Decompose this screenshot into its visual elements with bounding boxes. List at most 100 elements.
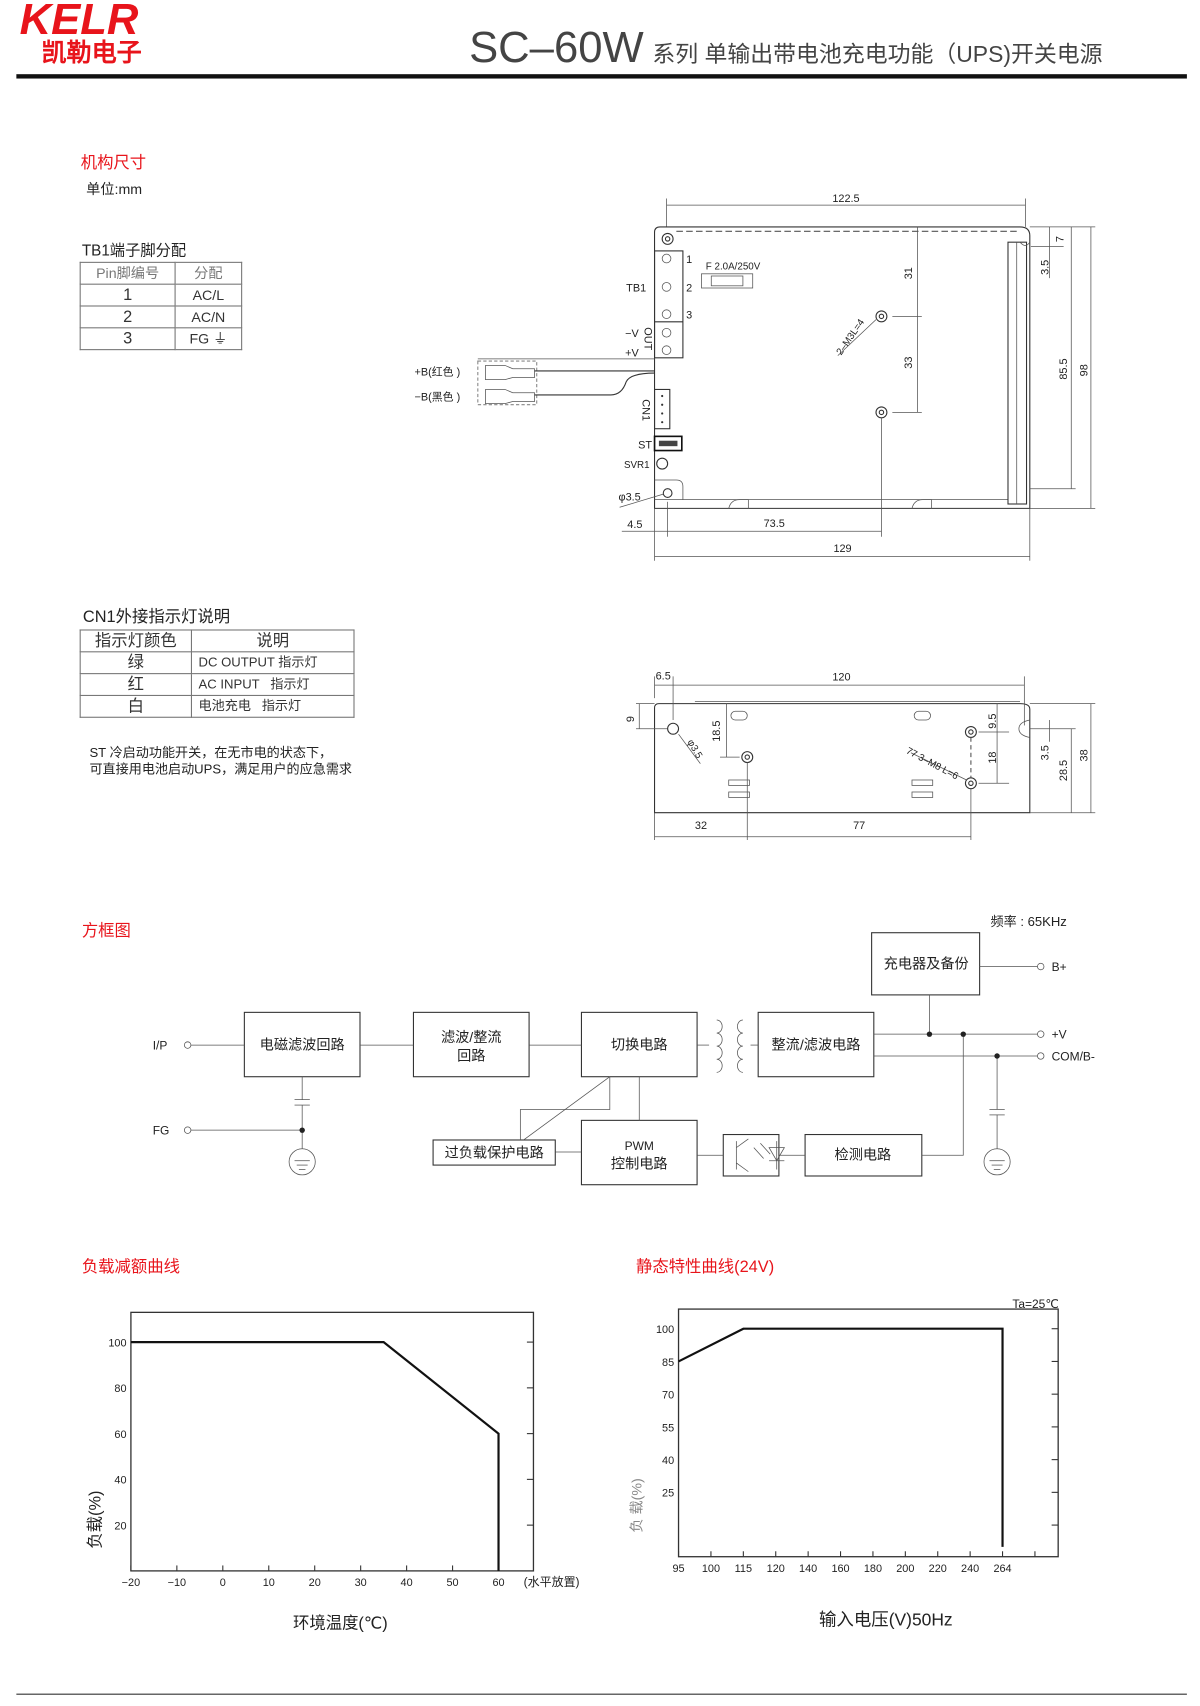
- x-tick-label: 180: [864, 1563, 882, 1575]
- io-com: COM/B-: [1052, 1049, 1095, 1063]
- x-tick-label: 200: [896, 1563, 914, 1575]
- block-rectifier-b: 回路: [457, 1048, 485, 1064]
- x-tick-label: 115: [735, 1563, 752, 1575]
- plot-frame: [130, 1311, 535, 1572]
- block-pwm-b: 控制电路: [611, 1156, 668, 1172]
- x-tick-label: 50: [447, 1577, 459, 1589]
- x-tick-label: 0: [220, 1577, 226, 1589]
- table-row: 白电池充电 指示灯: [79, 694, 355, 718]
- svg-text:3.5: 3.5: [1039, 260, 1051, 275]
- svg-text:+B(红色 ): +B(红色 ): [415, 364, 461, 378]
- header-color: 指示灯颜色: [79, 629, 192, 653]
- svg-text:OUT: OUT: [642, 327, 654, 350]
- block-detect: 检测电路: [835, 1148, 892, 1164]
- svg-text:7: 7: [1055, 236, 1067, 242]
- header-assign: 分配: [174, 261, 243, 285]
- svg-text:120: 120: [832, 672, 850, 684]
- model-title: SC–60W: [469, 24, 644, 72]
- svg-text:−B(黑色 ): −B(黑色 ): [415, 389, 461, 403]
- static-characteristic-chart: 静态特性曲线(24V) Ta=25℃ 输入电压(V)50Hz 负 载(%) 25…: [629, 1258, 1059, 1629]
- x-tick-label: −10: [168, 1577, 186, 1589]
- svg-text:98: 98: [1079, 364, 1091, 376]
- y-tick-label: 40: [662, 1455, 674, 1467]
- x-tick-label: 20: [309, 1577, 321, 1589]
- svg-text:3: 3: [686, 310, 692, 322]
- block-switch: 切换电路: [611, 1036, 668, 1053]
- x-tick-label: 95: [672, 1563, 684, 1575]
- st-switch-note: ST 冷启动功能开关，在无市电的状态下， 可直接用电池启动UPS，满足用户的应急…: [89, 745, 353, 777]
- svg-text:122.5: 122.5: [832, 193, 859, 205]
- y-axis-label: 负 载(%): [629, 1478, 645, 1532]
- svg-text:38: 38: [1079, 749, 1091, 761]
- svg-text:129: 129: [833, 543, 851, 555]
- io-vplus: +V: [1052, 1028, 1067, 1042]
- series-line-static: [678, 1327, 1004, 1547]
- block-pwm-a: PWM: [625, 1139, 654, 1153]
- svg-text:φ3.5: φ3.5: [619, 492, 641, 504]
- block-output-rectifier: 整流/滤波电路: [772, 1037, 861, 1053]
- x-tick-label: 120: [767, 1563, 785, 1575]
- plot-frame: [677, 1308, 1059, 1558]
- io-bplus: B+: [1052, 960, 1067, 974]
- svg-text:33: 33: [903, 357, 915, 369]
- logo-en: KELR: [20, 0, 139, 44]
- svg-text:85.5: 85.5: [1058, 358, 1070, 379]
- y-tick-label: 40: [114, 1475, 126, 1487]
- logo-cn: 凯勒电子: [41, 39, 141, 67]
- svg-text:2–M3L=4: 2–M3L=4: [835, 317, 868, 357]
- header-pin: Pin脚编号: [79, 261, 176, 285]
- svg-text:77: 77: [853, 820, 865, 832]
- header-rule: [16, 74, 1187, 79]
- x-tick-label: 140: [799, 1563, 817, 1575]
- header-desc: 说明: [190, 629, 355, 653]
- y-tick-label: 20: [114, 1520, 126, 1532]
- x-note: (水平放置): [524, 1574, 580, 1589]
- x-tick-label: 10: [263, 1577, 275, 1589]
- section-title-block: 方框图: [82, 922, 131, 940]
- y-tick-label: 70: [662, 1390, 674, 1402]
- x-tick-label: 100: [702, 1563, 720, 1575]
- frequency-label: 频率 : 65KHz: [991, 913, 1067, 929]
- svg-text:+V: +V: [625, 348, 639, 360]
- svg-text:18.5: 18.5: [711, 721, 723, 742]
- y-tick-label: 100: [108, 1337, 126, 1349]
- top-view-drawing: 122.5 1 2 3 TB1 −V +V OUT F 2.0A/250V 31…: [415, 193, 1096, 561]
- x-axis-label: 输入电压(V)50Hz: [819, 1609, 953, 1629]
- y-tick-label: 55: [662, 1422, 674, 1434]
- x-tick-label: 60: [492, 1577, 504, 1589]
- svg-text:2: 2: [686, 282, 692, 294]
- x-tick-label: 240: [961, 1563, 979, 1575]
- svg-text:77 3–M8 L=6: 77 3–M8 L=6: [904, 746, 960, 783]
- svg-text:31: 31: [903, 267, 915, 279]
- series-line-derating: [130, 1341, 500, 1571]
- svg-text:ST: ST: [638, 439, 652, 451]
- side-view-drawing: 6.5 120 9 18.5 φ3.5 77 3–M8 L=6 9.5 18 3…: [625, 671, 1096, 840]
- unit-label: 单位:mm: [86, 182, 142, 198]
- svg-text:1: 1: [686, 254, 692, 266]
- svg-text:SVR1: SVR1: [624, 460, 650, 471]
- svg-text:6.5: 6.5: [656, 671, 671, 683]
- x-tick-label: 30: [355, 1577, 367, 1589]
- block-olp: 过负载保护电路: [445, 1145, 544, 1161]
- section-title-mech: 机构尺寸: [81, 154, 146, 172]
- chart-title: 负载减额曲线: [82, 1258, 180, 1276]
- x-tick-label: 40: [401, 1577, 413, 1589]
- y-tick-label: 80: [114, 1383, 126, 1395]
- y-axis-label: 负载(%): [86, 1491, 104, 1549]
- x-tick-label: 160: [831, 1563, 849, 1575]
- block-emi: 电磁滤波回路: [260, 1037, 345, 1053]
- x-tick-label: 264: [993, 1563, 1011, 1575]
- block-rectifier-a: 滤波/整流: [441, 1030, 502, 1046]
- y-tick-label: 85: [662, 1357, 674, 1369]
- product-title: 系列 单输出带电池充电功能（UPS)开关电源: [652, 41, 1102, 67]
- svg-text:φ3.5: φ3.5: [685, 738, 705, 761]
- svg-text:9: 9: [625, 716, 637, 722]
